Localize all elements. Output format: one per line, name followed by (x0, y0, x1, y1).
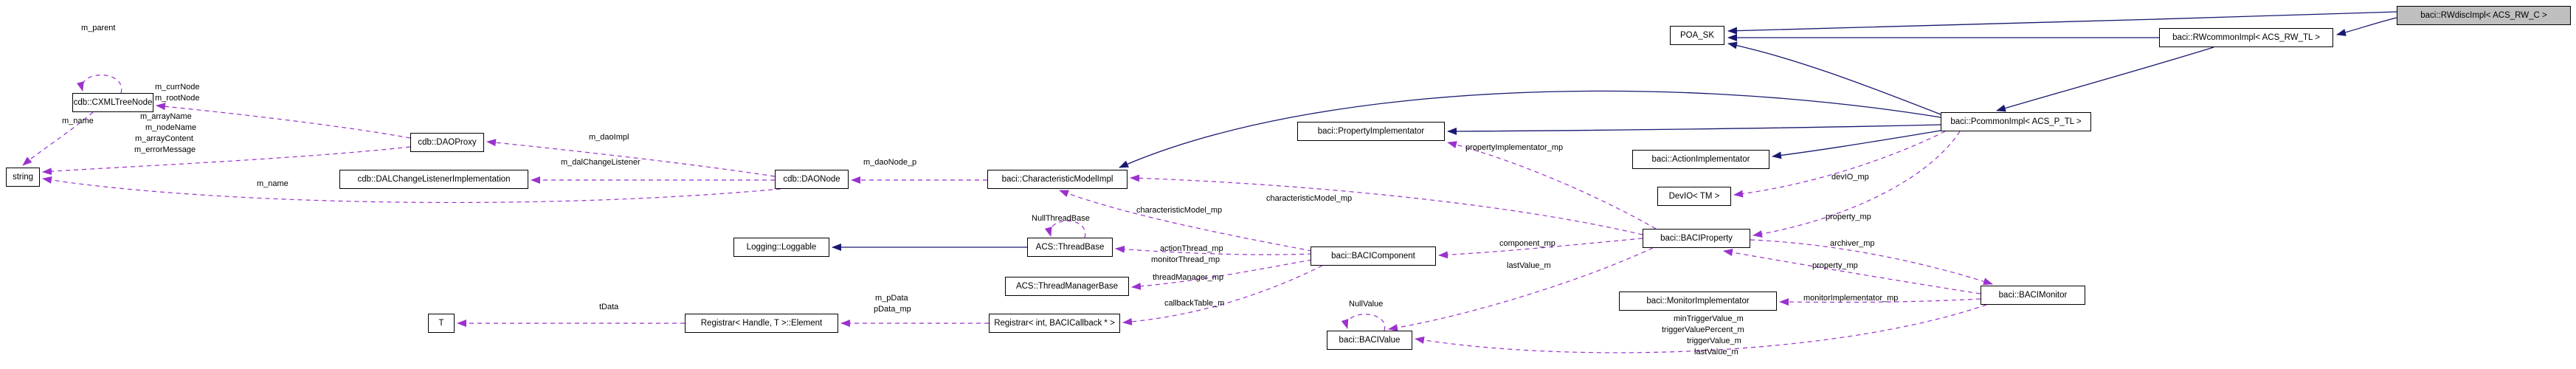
edge-label: characteristicModel_mp (1266, 194, 1353, 203)
edge-bacimonitor-to-monitorimplementator (1779, 298, 1981, 306)
class-node-actionimplementator[interactable]: baci::ActionImplementator (1632, 150, 1769, 169)
edge-bacicomponent-to-threadbase (1115, 245, 1313, 255)
edge-label: m_arrayName (140, 112, 192, 121)
edge-label: tData (599, 303, 619, 311)
edge-label: propertyImplementator_mp (1465, 143, 1564, 152)
edge-pcommon-to-poask (1727, 41, 1941, 115)
edge-label: m_arrayContent (135, 134, 193, 143)
edge-bacicomponent-to-registrar-int (1122, 265, 1323, 325)
edge-rwcommon-to-pcommon (1996, 46, 2214, 112)
class-node-characteristicmodelimpl[interactable]: baci::CharacteristicModelImpl (987, 170, 1128, 189)
edge-bacimonitor-to-bacivalue (1415, 304, 1987, 354)
edge-label: m_daoNode_p (863, 158, 917, 167)
edge-label: component_mp (1499, 239, 1555, 248)
edge-bacicomponent-to-threadmanagerbase (1131, 259, 1313, 290)
edge-bacicomponent-to-characteristicmodel (1059, 190, 1313, 252)
edge-daonode-to-daoproxy (486, 139, 776, 177)
class-node-t[interactable]: T (428, 314, 455, 333)
edge-label: m_pData (875, 294, 908, 303)
edge-label: triggerValuePercent_m (1662, 325, 1744, 334)
edge-label: threadManager_mp (1153, 273, 1224, 282)
edge-label: callbackTable_m (1164, 299, 1225, 308)
class-node-poa-sk[interactable]: POA_SK (1670, 26, 1724, 45)
edge-label: property_mp (1826, 213, 1871, 221)
edge-pcommon-to-baciproperty (1753, 131, 1961, 238)
edge-label: m_currNode (155, 83, 200, 92)
class-node-bacimonitor[interactable]: baci::BACIMonitor (1981, 286, 2085, 305)
edge-label: NullThreadBase (1032, 214, 1090, 223)
edge-label: lastValue_m (1694, 348, 1738, 356)
edge-label: pData_mp (874, 305, 911, 314)
edge-label: m_parent (81, 24, 116, 32)
edge-baciproperty-to-bacivalue (1388, 247, 1654, 331)
class-node-registrar-int-bacicallback[interactable]: Registrar< int, BACICallback * > (989, 314, 1120, 333)
edge-label: m_rootNode (155, 94, 200, 103)
edge-baciproperty-to-bacimonitor (1750, 239, 1993, 286)
class-node-devio[interactable]: DevIO< TM > (1657, 187, 1731, 206)
edge-daoproxy-to-string (42, 146, 411, 176)
edge-label: m_daoImpl (589, 133, 629, 142)
class-node-registrar-handle-t-element[interactable]: Registrar< Handle, T >::Element (685, 314, 838, 333)
edge-label: m_name (257, 179, 289, 188)
class-node-daoproxy[interactable]: cdb::DAOProxy (410, 133, 484, 152)
edge-label: property_mp (1812, 261, 1858, 270)
edge-label: m_errorMessage (134, 145, 196, 154)
edge-bacivalue-self-nullvalue (1341, 314, 1386, 331)
edge-label: lastValue_m (1507, 261, 1551, 270)
edge-label: m_dalChangeListener (561, 158, 640, 167)
class-node-monitorimplementator[interactable]: baci::MonitorImplementator (1619, 292, 1777, 311)
edge-rwdisc-to-poask (1727, 11, 2397, 35)
class-node-bacicomponent[interactable]: baci::BACIComponent (1311, 246, 1436, 266)
edge-baciproperty-to-propertyimplementator (1447, 141, 1657, 230)
class-node-threadmanagerbase[interactable]: ACS::ThreadManagerBase (1005, 277, 1129, 296)
class-node-bacivalue[interactable]: baci::BACIValue (1327, 331, 1412, 350)
class-node-propertyimplementator[interactable]: baci::PropertyImplementator (1297, 122, 1445, 141)
edge-label: monitorImplementator_mp (1803, 294, 1899, 303)
class-node-threadbase[interactable]: ACS::ThreadBase (1027, 238, 1113, 257)
edge-pcommon-to-actionimplementator (1772, 130, 1941, 159)
edge-cxml-self-m-parent (77, 75, 122, 94)
class-node-string[interactable]: string (6, 168, 40, 187)
edge-baciproperty-to-bacicomponent (1438, 238, 1643, 259)
class-node-cxmltreenode[interactable]: cdb::CXMLTreeNode (72, 93, 153, 112)
edge-label: monitorThread_mp (1151, 255, 1220, 264)
edge-label: archiver_mp (1830, 239, 1875, 248)
edge-baciproperty-to-characteristicmodel (1130, 174, 1643, 235)
edge-daoproxy-to-cxml (156, 103, 411, 139)
edge-bacimonitor-to-baciproperty (1723, 249, 1981, 294)
class-node-pcommonimpl[interactable]: baci::PcommonImpl< ACS_P_TL > (1941, 112, 2091, 131)
class-node-loggable[interactable]: Logging::Loggable (733, 238, 829, 257)
edge-label: triggerValue_m (1687, 337, 1741, 345)
edge-label: NullValue (1349, 300, 1384, 308)
class-node-daonode[interactable]: cdb::DAONode (775, 170, 849, 189)
edge-pcommon-to-propertyimplementator (1447, 124, 1941, 135)
edge-pcommon-to-devio (1733, 131, 1946, 198)
edge-label: m_nodeName (145, 123, 197, 132)
edge-label: minTriggerValue_m (1674, 314, 1744, 323)
edge-pcommon-to-characteristicmodel (1119, 90, 1941, 168)
class-node-baciproperty[interactable]: baci::BACIProperty (1643, 229, 1750, 248)
edge-label: actionThread_mp (1160, 244, 1223, 253)
class-node-rwcommonimpl[interactable]: baci::RWcommonImpl< ACS_RW_TL > (2159, 28, 2333, 47)
class-node-dalchangelistener[interactable]: cdb::DALChangeListenerImplementation (339, 170, 528, 189)
class-node-rwdiscimpl[interactable]: baci::RWdiscImpl< ACS_RW_C > (2397, 6, 2571, 25)
edge-label: characteristicModel_mp (1136, 206, 1223, 215)
edge-label: m_name (62, 117, 94, 125)
edge-daonode-to-string (42, 176, 781, 204)
edge-cxml-to-string (22, 111, 94, 166)
edge-rwdisc-to-rwcommon (2336, 17, 2397, 36)
edge-label: devIO_mp (1831, 173, 1869, 182)
edge-threadbase-self-nullthreadbase (1044, 220, 1086, 238)
